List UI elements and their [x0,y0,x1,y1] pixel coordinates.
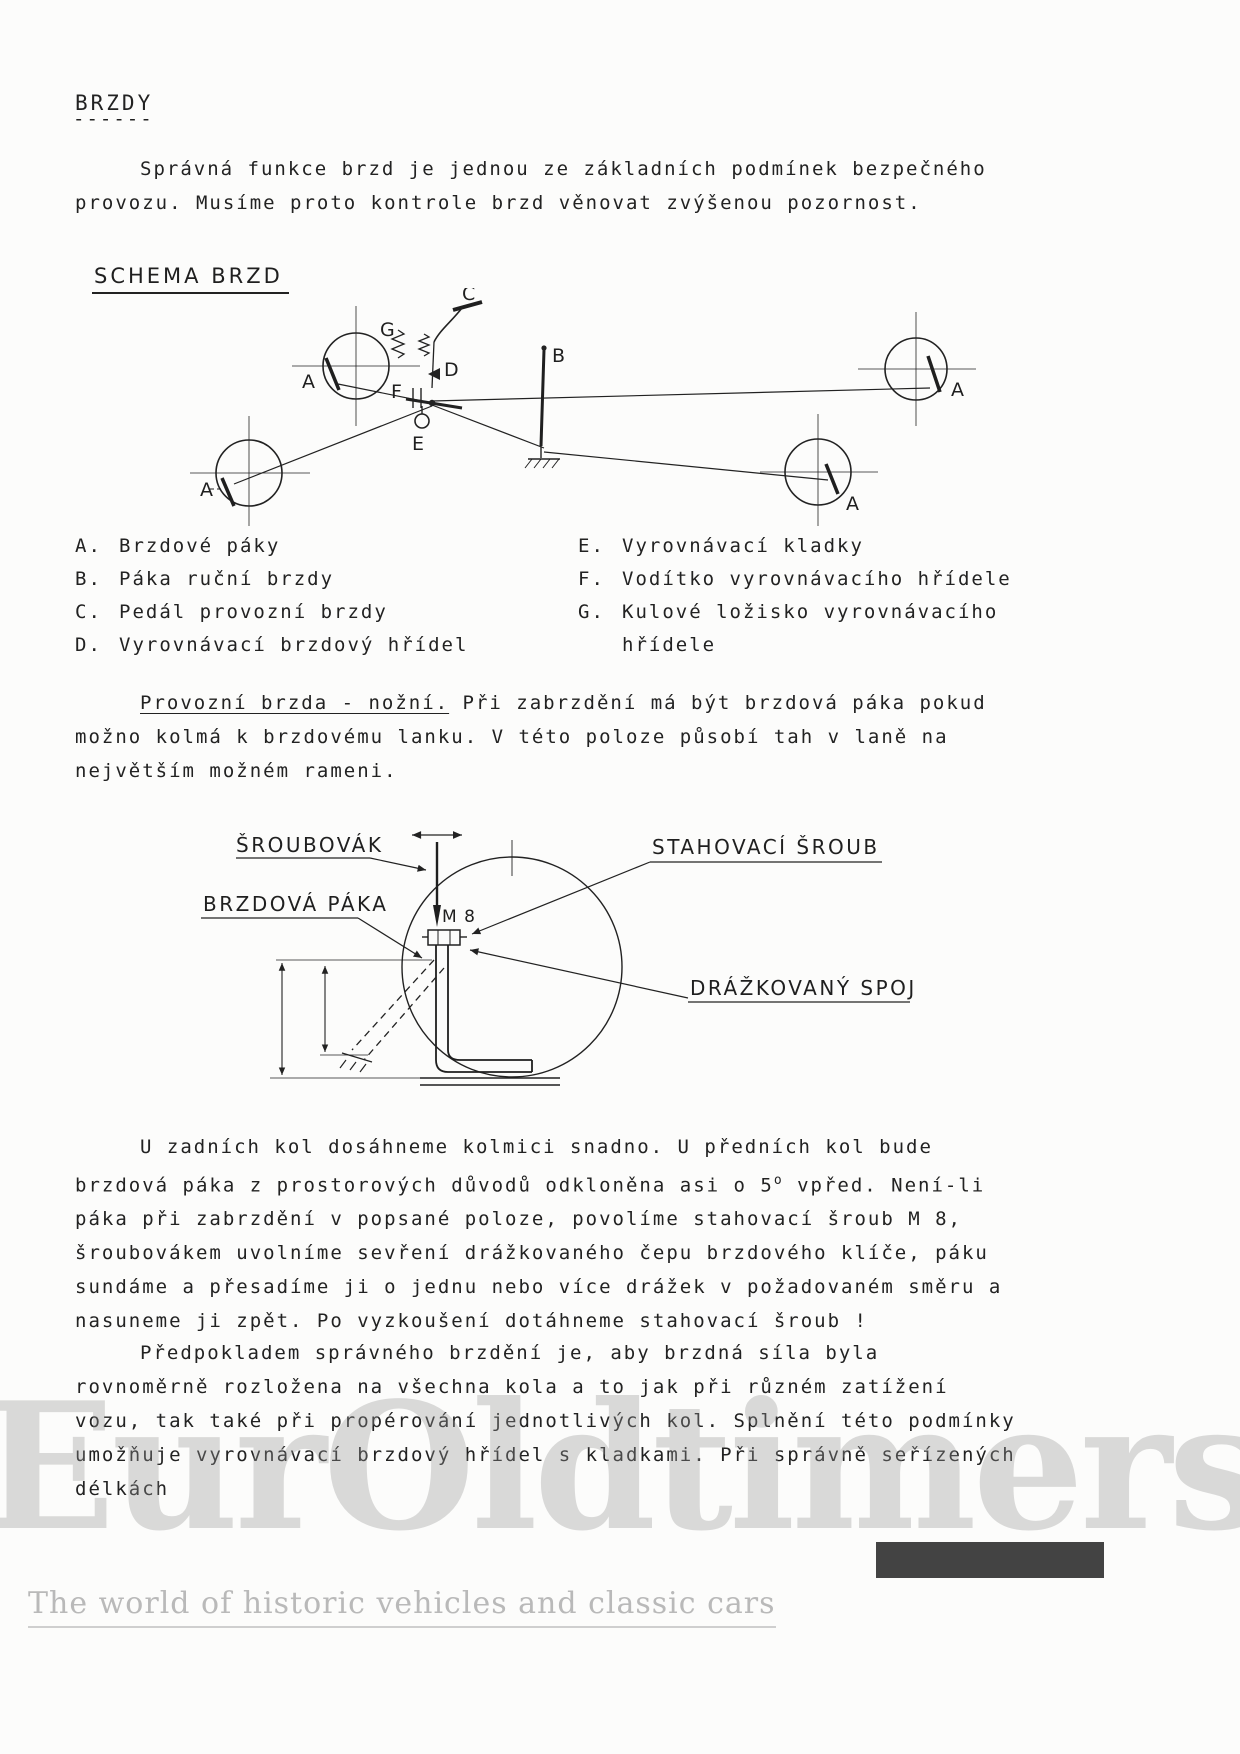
degree-superscript: o [773,1173,784,1188]
label-a-bottom-left: A [200,479,214,501]
watermark-dark-bar [876,1542,1104,1578]
rear-wheels-paragraph: U zadních kol dosáhneme kolmici snadno. … [75,1130,1025,1338]
equalizer-pulley [414,406,430,429]
legend-item: D. Vyrovnávací brzdový hřídel [75,629,468,662]
callout-leaders [201,857,910,1003]
label-sroubovak: ŠROUBOVÁK [236,833,383,857]
equal-braking-paragraph: Předpokladem správného brzdění je, aby b… [75,1342,1016,1500]
legend-key: G. [578,601,605,623]
alternate-end-hatch [339,1052,373,1073]
legend-right-column: E. Vyrovnávací kladky F. Vodítko vyrovnáva… [578,530,1012,662]
lever-alternate-position [351,959,445,1061]
legend-text: Pedál provozní brzdy [119,601,388,623]
schema-heading-wrap: SCHEMA BRZD [92,264,289,294]
clamp-bolt [422,929,467,946]
watermark-caption: The world of historic vehicles and class… [28,1586,776,1628]
brake-cables [233,383,931,485]
legend-key: D. [75,634,102,656]
legend-text: hřídele [622,634,717,656]
legend-item: B. Páka ruční brzdy [75,563,468,596]
service-brake-rest: Při zabrzdění má být brzdová páka pokud … [75,692,987,782]
label-e: E [412,433,425,455]
legend-key: F. [578,568,605,590]
label-a-bottom-right: A [846,493,860,515]
legend-key: A. [75,535,102,557]
legend-item: E. Vyrovnávací kladky [578,530,1012,563]
legend-text: Brzdové páky [119,535,281,557]
legend-left-column: A. Brzdové páky B. Páka ruční brzdy C. Pedá… [75,530,468,662]
legend-item: G. Kulové ložisko vyrovnávacího [578,596,1012,629]
dimension-lines [270,959,432,1079]
label-g: G [380,319,396,341]
label-m8: M 8 [442,907,476,927]
label-drazkovany-spoj: DRÁŽKOVANÝ SPOJ [690,976,917,1000]
label-brzdova-paka: BRZDOVÁ PÁKA [203,892,388,916]
brake-drum-circle [401,856,623,1078]
screwdriver-symbol [412,831,462,927]
rear-wheels-part2: vpřed. Není-li páka při zabrzdění v pops… [75,1174,1003,1333]
label-a-top-left: A [302,371,316,393]
pedal-assembly [433,300,483,343]
rear-wheels-part1: U zadních kol dosáhneme kolmici snadno. … [75,1136,933,1197]
label-stahovaci-sroub: STAHOVACÍ ŠROUB [652,835,880,859]
schema-heading: SCHEMA BRZD [92,264,289,294]
label-b: B [552,345,566,367]
watermark-text: EurOldtimers.com [0,1365,1240,1570]
legend-item: hřídele [578,629,1012,662]
label-a-top-right: A [951,379,965,401]
label-f: F [391,381,403,403]
intro-paragraph: Správná funkce brzd je jednou ze základn… [75,158,987,214]
brake-levers [220,355,942,507]
title-underline: ------ [73,108,154,130]
legend-text: Kulové ložisko vyrovnávacího [622,601,999,623]
legend-key: B. [75,568,102,590]
label-c: C [462,288,476,305]
legend-text: Vyrovnávací kladky [622,535,864,557]
legend-item: C. Pedál provozní brzdy [75,596,468,629]
shaft-pointer [428,368,440,380]
legend-text: Páka ruční brzdy [119,568,335,590]
wheel-bottom-left [190,416,310,526]
hand-brake-lever [524,345,560,469]
shaft-guide [405,388,463,410]
legend-key: E. [578,535,605,557]
legend-key: C. [75,601,102,623]
legend-text: Vyrovnávací brzdový hřídel [119,634,469,656]
wheel-top-right [858,312,976,426]
wheel-top-left [292,306,420,426]
service-brake-paragraph: Provozní brzda - nožní. Při zabrzdění má… [75,686,1025,788]
legend-text: Vodítko vyrovnávacího hřídele [622,568,1012,590]
brake-lever-body [420,945,560,1086]
brake-scheme-figure: A A A A B C D E F G [190,288,976,526]
wheel-bottom-right [760,414,878,526]
legend-item: F. Vodítko vyrovnávacího hřídele [578,563,1012,596]
label-d: D [444,359,460,381]
equalizer-springs [390,329,435,389]
legend-item: A. Brzdové páky [75,530,468,563]
service-brake-lead: Provozní brzda - nožní. [140,692,450,714]
brake-lever-figure: ŠROUBOVÁK STAHOVACÍ ŠROUB BRZDOVÁ PÁKA D… [201,831,917,1086]
page-title: BRZDY [75,91,154,115]
